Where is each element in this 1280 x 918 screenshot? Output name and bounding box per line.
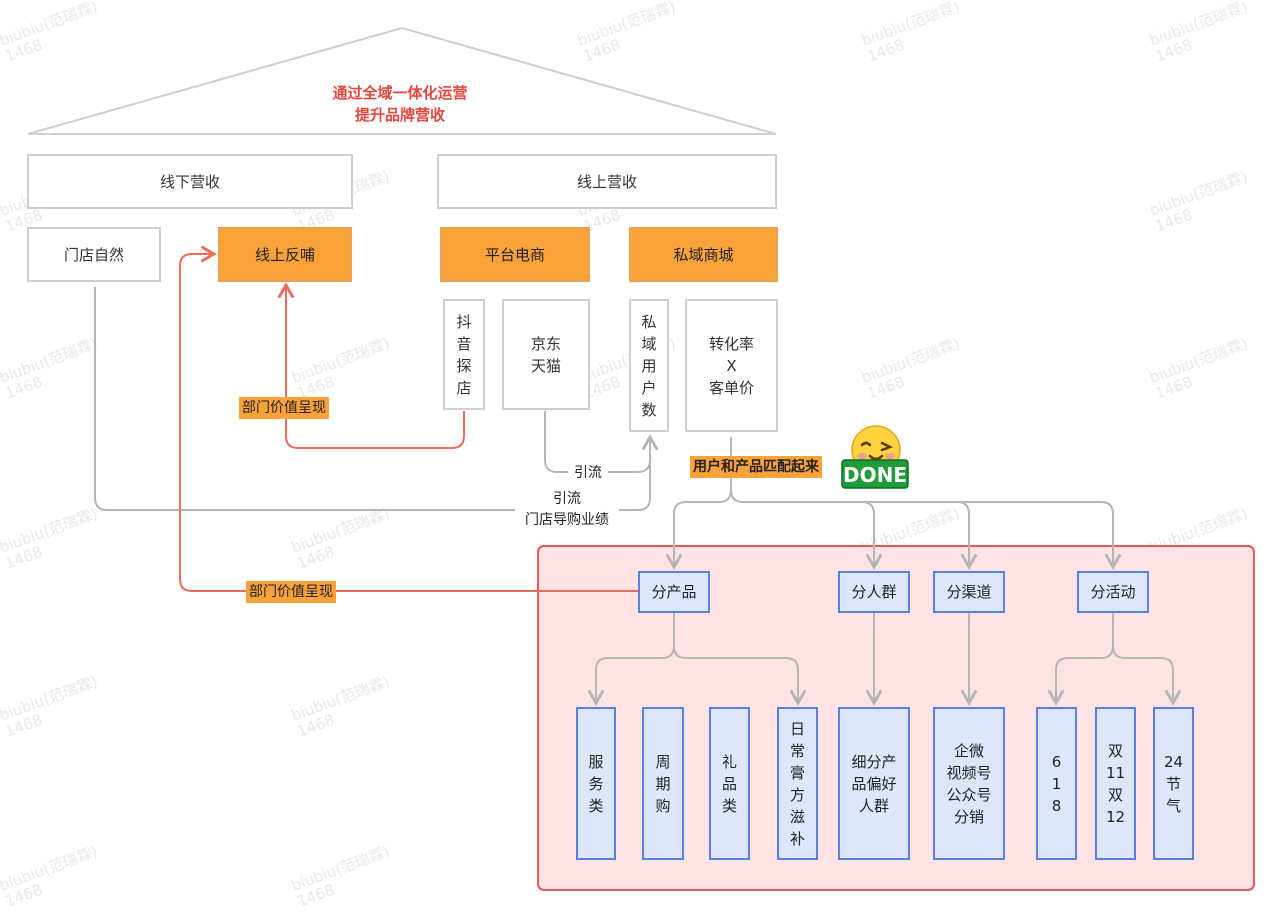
leaf-periodic-purchase: 周 期 购 [642,707,684,860]
segment-by-product: 分产品 [638,571,710,613]
douyin-store-visit-box: 抖 音 探 店 [443,299,485,410]
done-emoji-icon: DONE [841,425,909,489]
leaf-daily-tonic: 日 常 膏 方 滋 补 [777,707,818,860]
online-revenue-box: 线上营收 [437,154,777,209]
traffic-store-guide-label: 引流 门店导购业绩 [515,489,619,531]
roof-title: 通过全域一体化运营 提升品牌营收 [332,84,468,124]
private-mall-box: 私域商城 [629,227,778,282]
leaf-24-solar-terms: 24 节 气 [1153,707,1194,860]
leaf-double-11-12: 双 11 双 12 [1095,707,1136,860]
segment-by-activity: 分活动 [1077,571,1149,613]
leaf-service: 服 务 类 [576,707,616,860]
store-natural-box: 门店自然 [27,227,161,282]
done-text: DONE [843,463,907,487]
jd-tmall-box: 京东 天猫 [502,299,590,410]
leaf-audience-detail: 细分产 品偏好 人群 [838,707,910,860]
online-feedback-box: 线上反哺 [218,227,352,282]
traffic-label: 引流 [568,463,608,484]
segment-by-audience: 分人群 [838,571,910,613]
roof [27,26,777,135]
dept-value-label: 部门价值呈现 [239,397,329,419]
conversion-rate-box: 转化率 X 客单价 [685,299,778,432]
private-users-box: 私 域 用 户 数 [629,299,669,432]
offline-revenue-box: 线下营收 [27,154,353,209]
platform-ecommerce-box: 平台电商 [440,227,590,282]
leaf-618: 6 1 8 [1036,707,1077,860]
leaf-gift: 礼 品 类 [709,707,750,860]
leaf-channel-detail: 企微 视频号 公众号 分销 [933,707,1005,860]
segment-by-channel: 分渠道 [933,571,1005,613]
user-product-match-label: 用户和产品匹配起来 [690,456,822,478]
dept-value-label: 部门价值呈现 [246,581,336,603]
